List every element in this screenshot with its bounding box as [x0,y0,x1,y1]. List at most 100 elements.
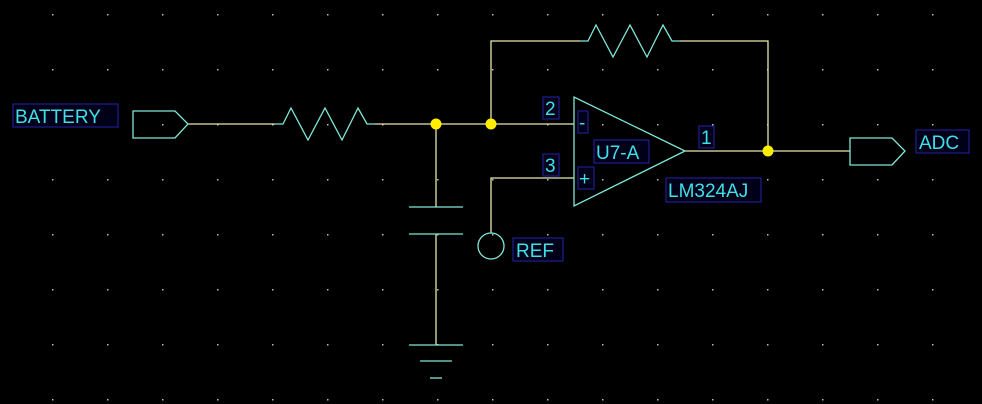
grid-dot [162,69,164,71]
grid-dot [52,399,54,401]
grid-dot [327,344,329,346]
grid-dot [602,399,604,401]
grid-dot [272,179,274,181]
grid-dot [657,179,659,181]
grid-dot [272,289,274,291]
grid-dot [272,124,274,126]
grid-dot [932,289,934,291]
filter-capacitor[interactable] [409,206,463,235]
grid-dot [437,69,439,71]
grid-dot [107,344,109,346]
grid-dot [712,124,714,126]
grid-dot [52,69,54,71]
grid-dot [767,234,769,236]
battery-label: BATTERY [15,107,101,128]
grid-dot [602,344,604,346]
grid-dot [547,124,549,126]
grid-dot [162,399,164,401]
grid-dot [767,344,769,346]
grid-dot [437,179,439,181]
grid-dot [602,234,604,236]
noninverting-sign: + [579,169,590,190]
battery-port[interactable] [132,110,189,139]
grid-dot [492,14,494,16]
pin-3-label: 3 [545,156,556,177]
grid-dot [602,69,604,71]
junction-dot [485,118,497,130]
grid-dot [602,124,604,126]
grid-dot [822,14,824,16]
pin-2-label: 2 [545,99,556,120]
grid-dot [767,179,769,181]
grid-dot [877,124,879,126]
grid-dot [822,69,824,71]
grid-dot [217,14,219,16]
grid-dots [52,14,934,401]
grid-dot [657,14,659,16]
grid-dot [272,69,274,71]
grid-dot [272,14,274,16]
feedback-resistor[interactable] [580,23,680,59]
input-resistor[interactable] [275,106,375,142]
opamp-u7a[interactable] [573,95,687,208]
grid-dot [107,179,109,181]
grid-dot [932,179,934,181]
grid-dot [877,179,879,181]
grid-dot [712,289,714,291]
grid-dot [162,124,164,126]
grid-dot [822,399,824,401]
grid-dot [767,14,769,16]
adc-label: ADC [919,133,959,154]
grid-dot [602,179,604,181]
grid-dot [492,344,494,346]
opamp-part-number: LM324AJ [668,181,748,202]
grid-dot [492,179,494,181]
grid-dot [107,234,109,236]
grid-dot [217,234,219,236]
grid-dot [547,179,549,181]
grid-dot [327,399,329,401]
grid-dot [492,289,494,291]
grid-dot [382,179,384,181]
grid-dot [162,289,164,291]
grid-dot [382,14,384,16]
grid-dot [327,124,329,126]
grid-dot [932,234,934,236]
grid-dot [382,69,384,71]
grid-dot [382,234,384,236]
ref-connector[interactable] [477,232,505,260]
grid-dot [877,234,879,236]
grid-dot [657,399,659,401]
grid-dot [437,289,439,291]
grid-dot [52,234,54,236]
grid-dot [217,69,219,71]
grid-dot [327,179,329,181]
grid-dot [547,69,549,71]
adc-port[interactable] [849,137,906,166]
inverting-sign: - [579,113,585,134]
grid-dot [162,14,164,16]
grid-dot [877,69,879,71]
grid-dot [712,399,714,401]
grid-dot [932,14,934,16]
grid-dot [52,14,54,16]
grid-dot [217,399,219,401]
grid-dot [492,234,494,236]
grid-dot [492,69,494,71]
grid-dot [877,14,879,16]
grid-dot [657,124,659,126]
grid-dot [547,344,549,346]
ground-symbol [409,344,463,379]
grid-dot [162,234,164,236]
grid-dot [767,289,769,291]
grid-dot [272,344,274,346]
grid-dot [602,14,604,16]
grid-dot [217,344,219,346]
grid-dot [327,69,329,71]
ref-label: REF [516,241,554,262]
grid-dot [272,234,274,236]
grid-dot [657,234,659,236]
grid-dot [932,399,934,401]
grid-dot [382,399,384,401]
